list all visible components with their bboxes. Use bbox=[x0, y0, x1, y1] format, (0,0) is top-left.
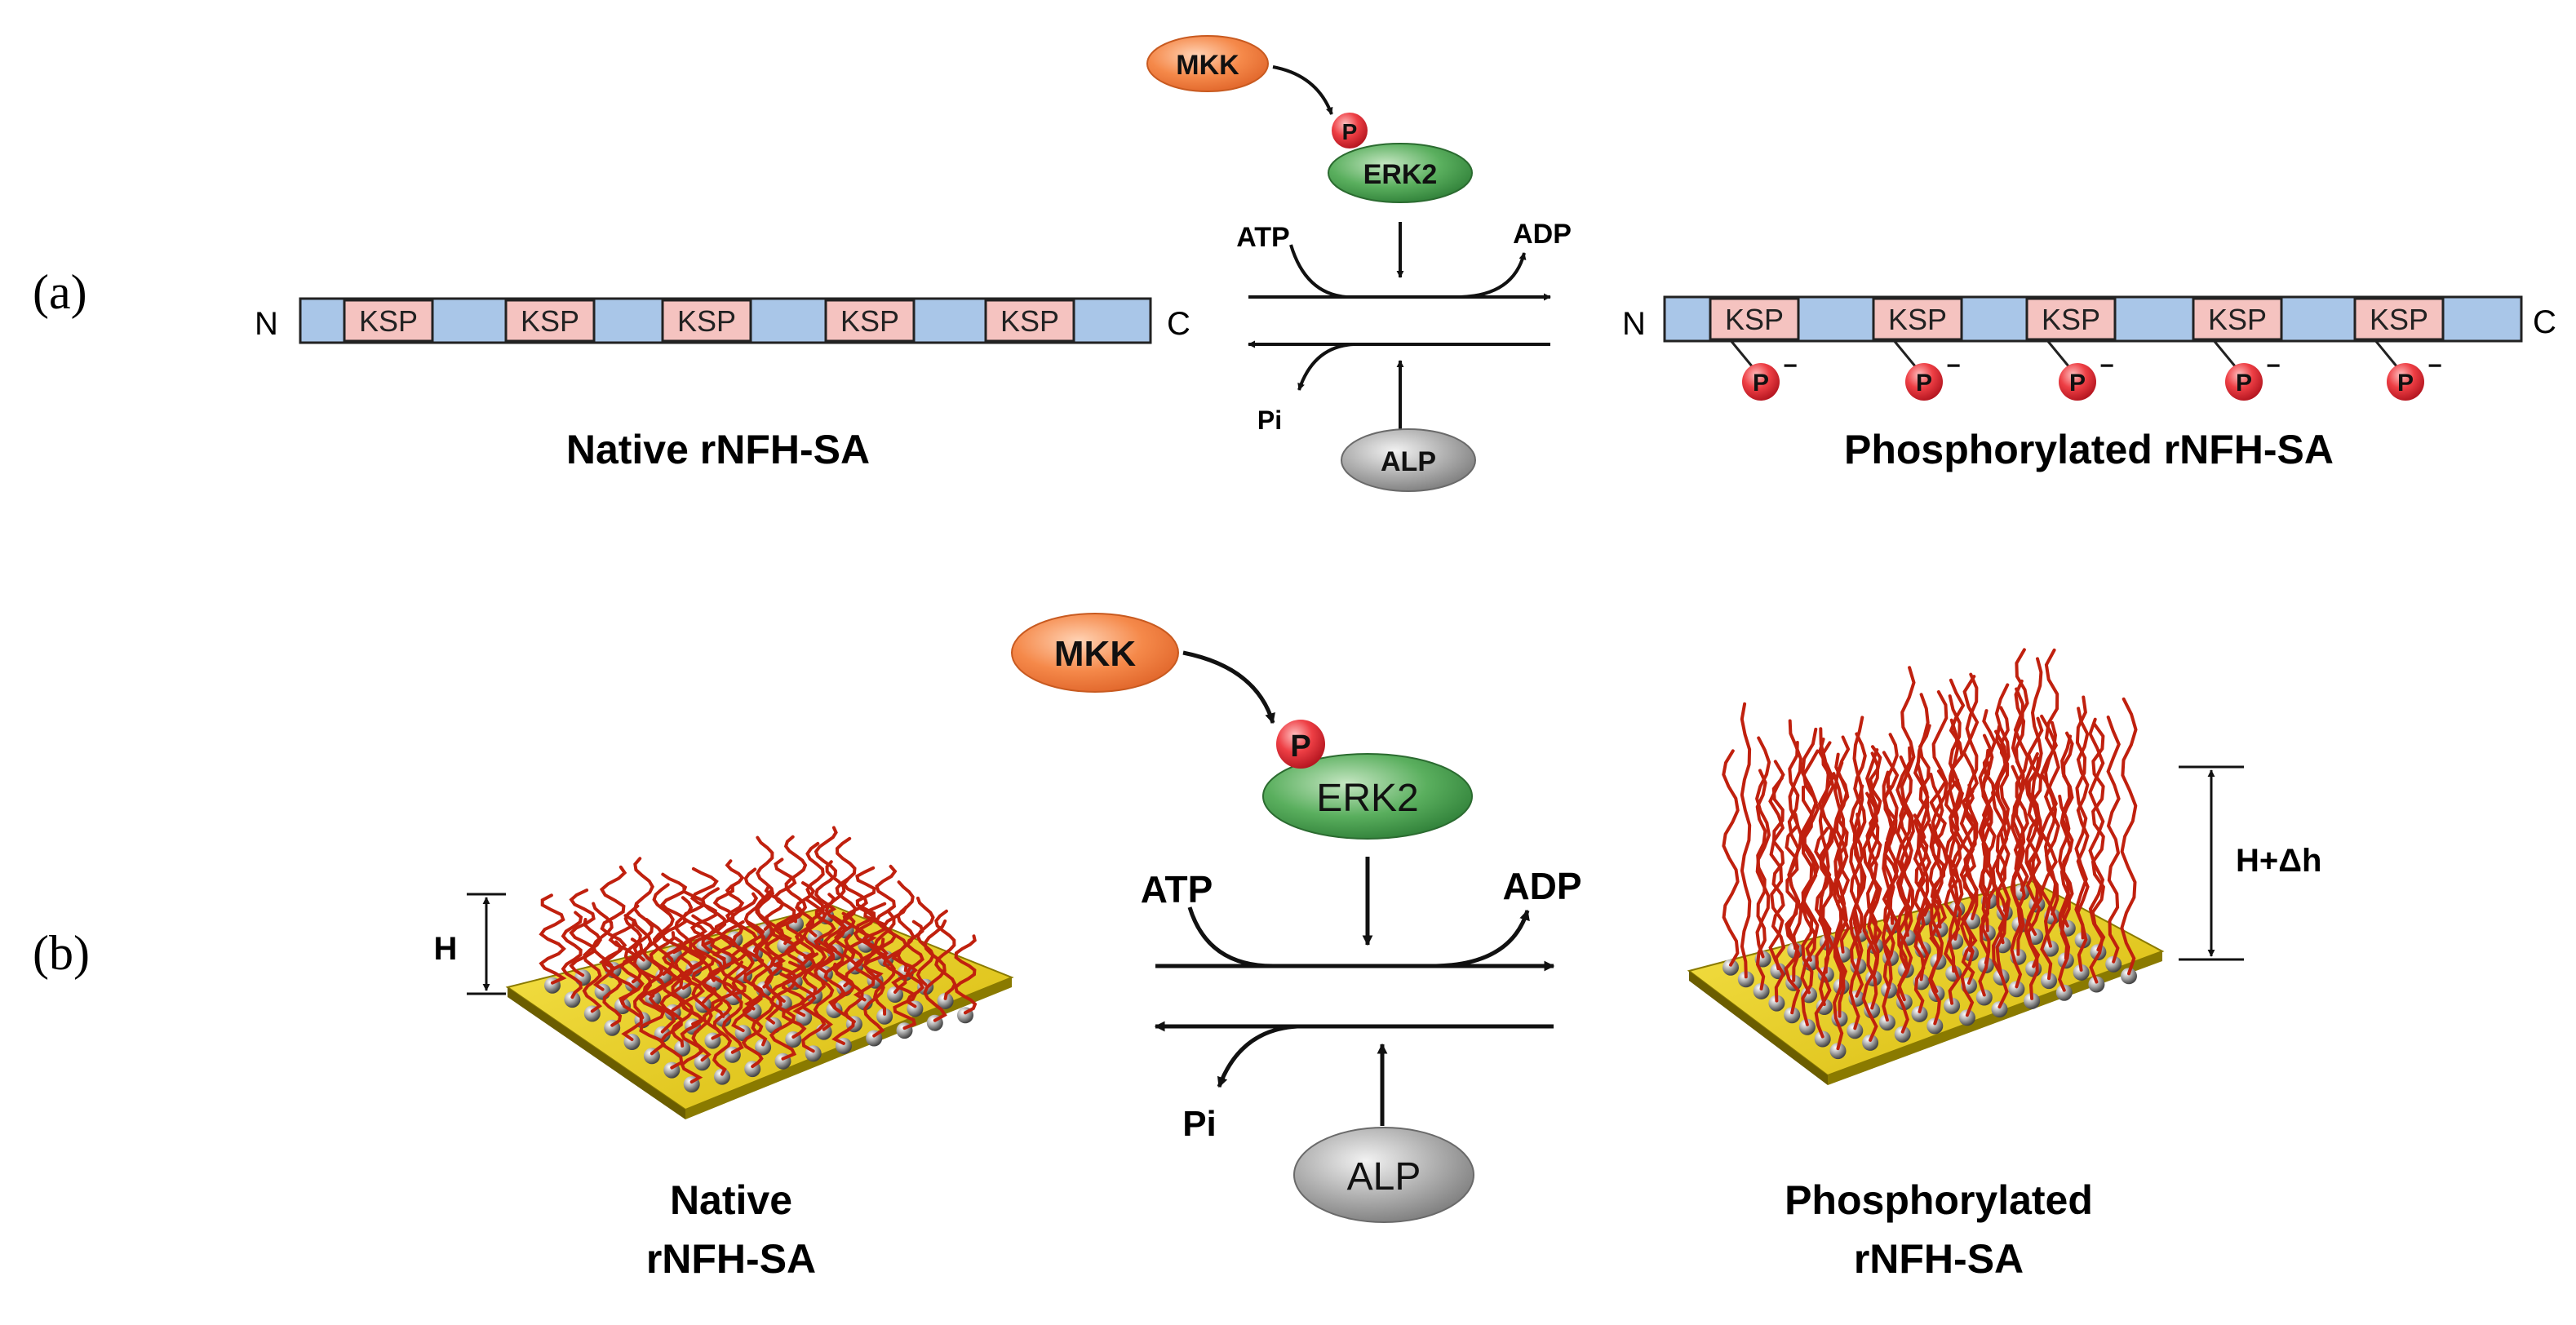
atp-curve bbox=[1187, 906, 1274, 968]
panel-b: (b) H H+Δh Nat bbox=[33, 613, 2321, 1282]
ksp-motif: KSP bbox=[504, 299, 596, 343]
svg-text:P: P bbox=[1753, 370, 1769, 397]
svg-text:−: − bbox=[2266, 352, 2281, 379]
extended-polymer-brush bbox=[1722, 648, 2138, 1051]
svg-text:ALP: ALP bbox=[1347, 1155, 1421, 1199]
pi-label: Pi bbox=[1257, 405, 1282, 435]
svg-text:KSP: KSP bbox=[1000, 304, 1059, 338]
phosphorylated-caption: Phosphorylated rNFH-SA bbox=[1844, 427, 2334, 472]
atp-curve bbox=[1289, 244, 1347, 299]
activation-arrow bbox=[1182, 650, 1275, 725]
ksp-motif: KSP bbox=[824, 299, 916, 343]
activation-arrow bbox=[1272, 65, 1333, 115]
alp-enzyme: ALP bbox=[1293, 1127, 1474, 1223]
ksp-motif: KSP bbox=[343, 299, 434, 343]
mkk-enzyme: MKK bbox=[1011, 613, 1179, 693]
ksp-motif: KSP bbox=[1709, 297, 1800, 341]
alp-enzyme: ALP bbox=[1341, 428, 1476, 492]
svg-text:KSP: KSP bbox=[840, 304, 899, 338]
coiled-polymer-brush bbox=[539, 826, 978, 1083]
ksp-motifs: KSP KSP KSP KSP KSP bbox=[1709, 297, 2445, 341]
phospho-group-erk2: P bbox=[1332, 113, 1368, 148]
svg-text:P: P bbox=[1290, 729, 1310, 764]
mkk-enzyme: MKK bbox=[1146, 35, 1269, 92]
ksp-motif: KSP bbox=[984, 299, 1075, 343]
native-caption-line2: rNFH-SA bbox=[646, 1236, 816, 1282]
ksp-motif: KSP bbox=[2025, 297, 2117, 341]
pi-curve bbox=[1297, 343, 1355, 391]
native-chain: N KSP KSP KSP KSP KSP C bbox=[255, 297, 1190, 344]
erk2-enzyme: ERK2 bbox=[1328, 143, 1473, 203]
svg-text:P: P bbox=[2236, 370, 2252, 397]
adp-curve bbox=[1435, 909, 1530, 968]
ksp-motifs: KSP KSP KSP KSP KSP bbox=[343, 299, 1075, 343]
panel-a-label: (a) bbox=[33, 265, 87, 319]
c-terminus-label: C bbox=[1167, 306, 1190, 342]
pi-curve bbox=[1217, 1024, 1298, 1088]
height-label-h-plus-dh: H+Δh bbox=[2236, 843, 2321, 879]
phosphate-group: P− bbox=[1728, 339, 1798, 401]
atp-label: ATP bbox=[1236, 222, 1289, 253]
svg-text:−: − bbox=[1946, 352, 1961, 379]
ksp-motif: KSP bbox=[2353, 297, 2445, 341]
native-caption-line1: Native bbox=[670, 1177, 792, 1223]
svg-text:KSP: KSP bbox=[677, 304, 736, 338]
phosphate-group: P− bbox=[1891, 339, 1961, 401]
ksp-motif: KSP bbox=[2192, 297, 2283, 341]
native-brush-surface bbox=[505, 826, 1014, 1119]
erk2-enzyme: ERK2 bbox=[1262, 753, 1473, 840]
svg-text:KSP: KSP bbox=[2208, 303, 2267, 336]
ksp-motif: KSP bbox=[661, 299, 752, 343]
phosphorylated-caption-line2: rNFH-SA bbox=[1854, 1236, 2024, 1282]
height-label-h: H bbox=[434, 931, 458, 967]
native-caption: Native rNFH-SA bbox=[566, 427, 870, 472]
n-terminus-label: N bbox=[1622, 306, 1646, 342]
svg-text:−: − bbox=[2427, 352, 2442, 379]
svg-text:KSP: KSP bbox=[1725, 303, 1784, 336]
n-terminus-label: N bbox=[255, 306, 278, 342]
phosphorylated-brush-surface bbox=[1687, 648, 2165, 1085]
svg-text:ERK2: ERK2 bbox=[1316, 777, 1418, 820]
atp-label: ATP bbox=[1141, 868, 1213, 911]
svg-text:P: P bbox=[2069, 370, 2086, 397]
panel-b-label: (b) bbox=[33, 926, 90, 980]
adp-curve bbox=[1460, 252, 1527, 299]
svg-text:KSP: KSP bbox=[359, 304, 418, 338]
pi-label: Pi bbox=[1182, 1104, 1217, 1144]
svg-text:−: − bbox=[1783, 352, 1798, 379]
svg-text:KSP: KSP bbox=[2042, 303, 2100, 336]
svg-text:KSP: KSP bbox=[2370, 303, 2428, 336]
phosphorylated-caption-line1: Phosphorylated bbox=[1785, 1177, 2093, 1223]
svg-text:ALP: ALP bbox=[1381, 446, 1436, 477]
phosphate-group: P− bbox=[2211, 339, 2281, 401]
svg-text:MKK: MKK bbox=[1054, 634, 1136, 674]
adp-label: ADP bbox=[1502, 865, 1581, 907]
svg-text:P: P bbox=[1916, 370, 1932, 397]
phosphate-group: P− bbox=[2045, 339, 2114, 401]
adp-label: ADP bbox=[1513, 219, 1572, 250]
svg-text:ERK2: ERK2 bbox=[1363, 159, 1438, 190]
c-terminus-label: C bbox=[2533, 304, 2556, 340]
svg-text:KSP: KSP bbox=[1888, 303, 1947, 336]
svg-text:KSP: KSP bbox=[521, 304, 579, 338]
height-indicator-h: H bbox=[434, 893, 506, 995]
svg-text:−: − bbox=[2099, 352, 2114, 379]
svg-text:P: P bbox=[2397, 370, 2414, 397]
phosphate-group: P− bbox=[2373, 339, 2442, 401]
svg-text:MKK: MKK bbox=[1176, 50, 1239, 81]
svg-text:P: P bbox=[1342, 119, 1358, 144]
phospho-group-erk2: P bbox=[1276, 720, 1325, 769]
phosphate-groups: P−P−P−P−P− bbox=[1728, 339, 2442, 401]
ksp-motif: KSP bbox=[1872, 297, 1963, 341]
height-indicator-h-plus-dh: H+Δh bbox=[2179, 765, 2321, 961]
